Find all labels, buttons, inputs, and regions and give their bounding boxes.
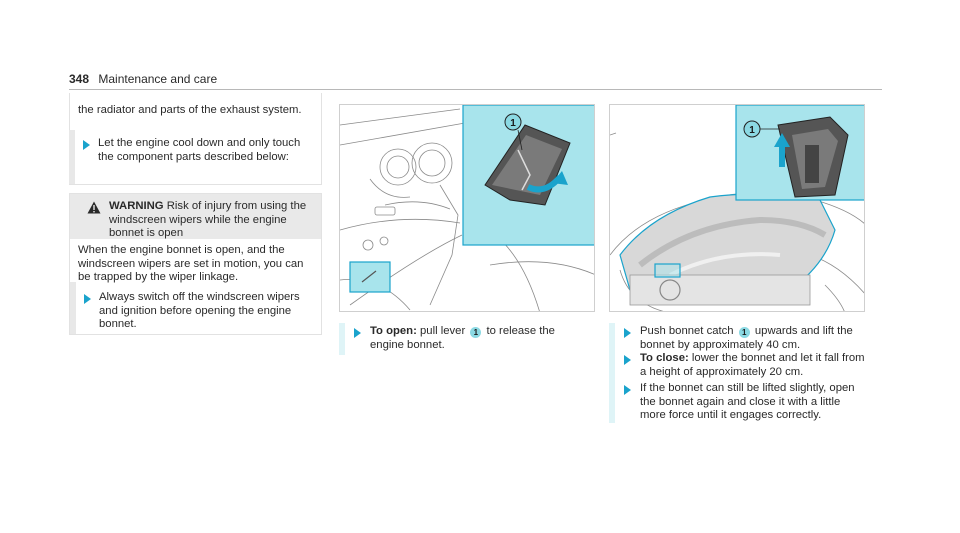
step-close-bonnet: To close: lower the bonnet and let it fa… [640,352,865,379]
bonnet-illustration: 1 [610,105,864,311]
lever-location-highlight [349,261,391,293]
step-open-bonnet: To open: pull lever 1 to release the eng… [370,325,592,352]
step-arrow-icon [624,355,631,365]
callout-number: 1 [749,125,755,136]
catch-location-highlight [654,263,681,278]
step-text: lower the bonnet and let it fall from a … [640,352,865,378]
figure-bonnet-catch: 1 [609,104,865,312]
step-text: to release the engine bonnet. [370,325,555,351]
step-text: Push bonnet catch [640,325,734,337]
step-text: upwards and lift the bonnet by approxima… [640,325,853,351]
callout-badge: 1 [470,327,482,338]
warning-triangle-icon [87,201,101,214]
step-arrow-icon [354,328,361,338]
warning-header: WARNING Risk of injury from using the wi… [70,194,321,239]
warning-step: Always switch off the windscreen wipers … [99,291,300,330]
header-divider [69,89,882,90]
warning-step-arrow-icon [84,294,91,304]
section-title: Maintenance and care [98,72,218,86]
warning-label: WARNING [109,200,164,212]
warning-body: When the engine bonnet is open, and the … [78,244,304,283]
step-lift-bonnet: Push bonnet catch 1 upwards and lift the… [640,325,865,352]
release-lever-detail [484,124,571,206]
step-cool-engine: Let the engine cool down and only touch … [98,137,301,163]
step-bar [69,130,75,184]
warning-heading: WARNING Risk of injury from using the wi… [109,200,314,241]
dashboard-illustration: 1 [340,105,594,311]
warning-step-bar [70,282,76,334]
page-number: 348 [69,72,90,86]
step-bar [339,323,345,355]
step-arrow-icon [624,385,631,395]
step-label: To open: [370,325,417,337]
continued-text: the radiator and parts of the exhaust sy… [78,104,302,116]
warning-box: WARNING Risk of injury from using the wi… [69,193,322,335]
step-arrow-icon [83,140,90,150]
step-text: pull lever [420,325,466,337]
step-check-bonnet: If the bonnet can still be lifted slight… [640,382,855,421]
page-header: 348 Maintenance and care [69,72,217,86]
bonnet-catch-detail [774,116,849,198]
steps-bar [609,323,615,423]
step-arrow-icon [624,328,631,338]
callout-badge [504,113,522,131]
step-label: To close: [640,352,689,364]
warning-title: Risk of injury from using the windscreen… [109,200,307,239]
figure-bonnet-release-lever: 1 [339,104,595,312]
callout-badge: 1 [738,327,750,338]
callout-number: 1 [510,118,516,129]
